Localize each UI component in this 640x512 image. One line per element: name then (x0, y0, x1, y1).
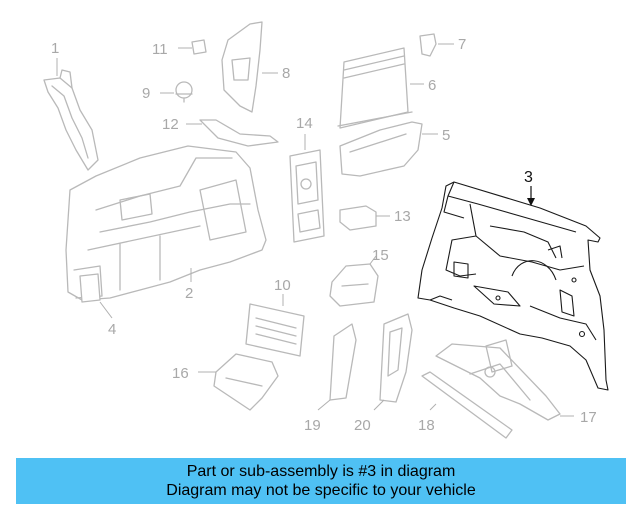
callout-20: 20 (354, 417, 371, 434)
callout-15: 15 (372, 247, 389, 264)
part-20-trim-panel[interactable] (379, 313, 413, 403)
part-2-quarter-trim-panel[interactable] (65, 145, 267, 301)
callout-2: 2 (185, 285, 193, 302)
callout-17: 17 (580, 409, 597, 426)
part-15-storage-bin[interactable] (329, 263, 379, 307)
callout-8: 8 (282, 65, 290, 82)
part-16-storage-tray[interactable] (213, 353, 279, 411)
part-13-bracket[interactable] (339, 205, 377, 231)
callout-14: 14 (296, 115, 313, 132)
part-1-pillar-trim[interactable] (43, 69, 99, 171)
callout-16: 16 (172, 365, 189, 382)
part-4-clip[interactable] (79, 273, 101, 303)
callout-18: 18 (418, 417, 435, 434)
part-9-push-pin[interactable] (175, 81, 193, 103)
banner-line-1: Part or sub-assembly is #3 in diagram (186, 463, 456, 480)
part-19-trim-strip[interactable] (329, 323, 357, 401)
banner-line-2: Diagram may not be specific to your vehi… (166, 482, 476, 499)
part-7-clip[interactable] (419, 33, 437, 57)
part-6-cargo-cover[interactable] (337, 47, 413, 129)
info-banner: Part or sub-assembly is #3 in diagram Di… (16, 458, 626, 504)
callout-9: 9 (142, 85, 150, 102)
part-5-trim-cover[interactable] (339, 121, 423, 177)
callout-11: 11 (152, 41, 168, 58)
callout-7: 7 (458, 36, 466, 53)
part-10-grille-panel[interactable] (245, 303, 305, 357)
callout-1: 1 (51, 40, 59, 57)
part-12-trim-strip[interactable] (199, 119, 279, 147)
callout-12: 12 (162, 116, 179, 133)
part-8-upper-pillar-trim[interactable] (221, 21, 263, 113)
part-17-jack[interactable] (435, 339, 561, 421)
part-3-body (417, 181, 609, 391)
callout-3: 3 (524, 169, 533, 186)
callout-4: 4 (108, 321, 116, 338)
part-18-jack-handle[interactable] (421, 371, 513, 439)
callout-6: 6 (428, 77, 436, 94)
part-3-quarter-trim-panel-highlighted[interactable] (417, 181, 609, 391)
callout-5: 5 (442, 127, 450, 144)
part-11-clip[interactable] (191, 39, 207, 55)
callout-10: 10 (274, 277, 291, 294)
callout-19: 19 (304, 417, 321, 434)
callout-13: 13 (394, 208, 411, 225)
part-14-switch-panel[interactable] (289, 149, 325, 243)
